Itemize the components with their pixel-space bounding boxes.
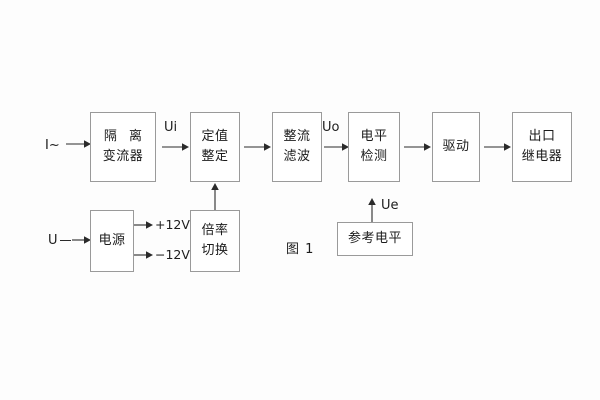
- signal-label-uo: Uo: [322, 120, 340, 135]
- block-multiplier-switch-line2: 切换: [201, 243, 229, 258]
- arrow-voltage-to-power: [72, 236, 91, 244]
- block-multiplier-switch-line1: 倍率: [201, 222, 229, 238]
- block-level-detection-line2: 检测: [360, 149, 388, 164]
- arrow-rectify-to-level: [324, 143, 349, 151]
- arrow-power-minus12v: [134, 251, 153, 259]
- arrow-setting-to-rectify: [244, 143, 271, 151]
- arrow-current-to-isolation: [66, 140, 91, 148]
- rail-label-minus-12v: −12V: [155, 247, 190, 262]
- block-reference-level[interactable]: 参考电平: [337, 222, 413, 256]
- block-reference-level-line1: 参考电平: [347, 230, 402, 246]
- block-drive-line1: 驱动: [442, 138, 470, 154]
- block-drive[interactable]: 驱动: [432, 112, 480, 182]
- block-rectify-filter-line1: 整流: [283, 128, 311, 144]
- block-isolation-transformer-line1: 隔 离: [103, 128, 147, 144]
- rail-label-plus-12v: +12V: [155, 217, 190, 232]
- block-rectify-filter[interactable]: 整流 滤波: [272, 112, 322, 182]
- block-output-relay[interactable]: 出口 继电器: [512, 112, 572, 182]
- block-setting-value-line2: 整定: [201, 149, 229, 164]
- block-isolation-transformer[interactable]: 隔 离 变流器: [90, 112, 156, 182]
- signal-label-ue: Ue: [381, 198, 399, 213]
- block-multiplier-switch[interactable]: 倍率 切换: [190, 210, 240, 272]
- arrow-drive-to-output-relay: [484, 143, 511, 151]
- arrow-reference-to-level: [368, 198, 376, 222]
- arrow-level-to-drive: [404, 143, 431, 151]
- block-power-supply[interactable]: 电源: [90, 210, 134, 272]
- arrow-multiplier-to-setting: [211, 183, 219, 210]
- signal-label-ui: Ui: [164, 120, 178, 135]
- figure-caption: 图 1: [286, 242, 315, 257]
- block-setting-value[interactable]: 定值 整定: [190, 112, 240, 182]
- arrow-isolation-to-setting: [162, 143, 189, 151]
- arrow-power-plus12v: [134, 221, 153, 229]
- block-level-detection[interactable]: 电平 检测: [348, 112, 400, 182]
- current-input-label: I~: [45, 138, 60, 153]
- voltage-input-dash: [60, 240, 71, 241]
- block-level-detection-line1: 电平: [360, 128, 388, 144]
- block-isolation-transformer-line2: 变流器: [102, 149, 144, 164]
- voltage-input-label: U: [48, 233, 58, 248]
- block-setting-value-line1: 定值: [201, 128, 229, 144]
- block-rectify-filter-line2: 滤波: [283, 149, 311, 164]
- block-power-supply-line1: 电源: [98, 232, 126, 248]
- block-output-relay-line2: 继电器: [521, 149, 563, 164]
- block-output-relay-line1: 出口: [528, 128, 556, 144]
